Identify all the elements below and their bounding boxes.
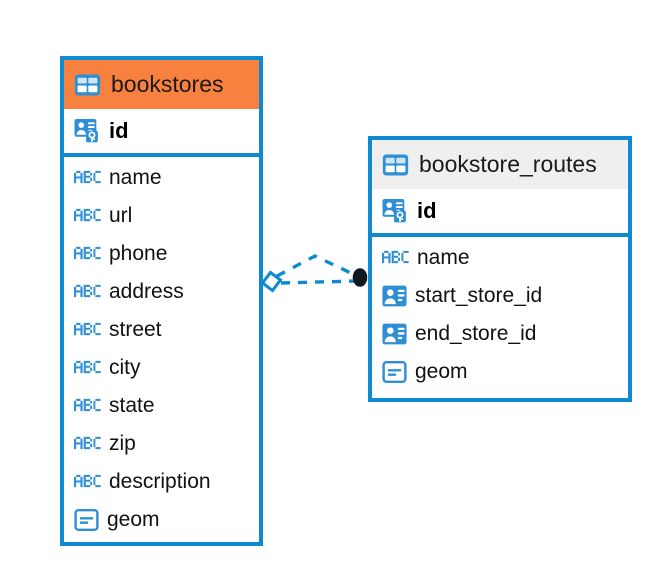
- field-label: phone: [109, 242, 168, 265]
- field-label: description: [109, 470, 211, 493]
- entity-bookstores[interactable]: bookstores id: [60, 56, 263, 546]
- field-row-geom[interactable]: geom: [64, 501, 259, 539]
- relationship-line-straight: [280, 279, 357, 285]
- relationship-line-peak: [276, 254, 356, 278]
- field-label: name: [109, 166, 162, 189]
- abc-text-icon: [74, 322, 101, 338]
- entity-header-bookstores[interactable]: bookstores: [64, 60, 259, 109]
- field-label: address: [109, 280, 184, 303]
- primary-key-icon: [382, 198, 409, 224]
- field-row-end-store-id[interactable]: end_store_id: [372, 315, 628, 353]
- field-label: id: [417, 198, 437, 223]
- field-label: geom: [107, 508, 160, 531]
- field-row-address[interactable]: address: [64, 273, 259, 311]
- field-row-zip[interactable]: zip: [64, 425, 259, 463]
- foreign-key-icon: [382, 323, 407, 345]
- table-icon: [74, 74, 101, 96]
- field-row-street[interactable]: street: [64, 311, 259, 349]
- abc-text-icon: [382, 250, 409, 266]
- field-row-state[interactable]: state: [64, 387, 259, 425]
- field-row-description[interactable]: description: [64, 463, 259, 501]
- geometry-icon: [382, 361, 407, 383]
- foreign-key-icon: [382, 285, 407, 307]
- field-list-bookstore-routes: name start_store_id: [372, 237, 628, 391]
- abc-text-icon: [74, 284, 101, 300]
- field-label: state: [109, 394, 155, 417]
- field-row-geom[interactable]: geom: [372, 353, 628, 391]
- abc-text-icon: [74, 436, 101, 452]
- field-row-primary-key[interactable]: id: [372, 189, 628, 237]
- field-label: id: [109, 118, 129, 143]
- field-label: street: [109, 318, 162, 341]
- entity-title: bookstore_routes: [419, 151, 597, 177]
- field-row-city[interactable]: city: [64, 349, 259, 387]
- field-label: name: [417, 246, 470, 269]
- abc-text-icon: [74, 474, 101, 490]
- field-label: end_store_id: [415, 322, 537, 345]
- field-label: start_store_id: [415, 284, 543, 307]
- entity-header-bookstore-routes[interactable]: bookstore_routes: [372, 140, 628, 189]
- abc-text-icon: [74, 398, 101, 414]
- field-label: geom: [415, 360, 468, 383]
- field-row-name[interactable]: name: [372, 239, 628, 277]
- filled-circle-marker: [352, 268, 368, 287]
- abc-text-icon: [74, 170, 101, 186]
- geometry-icon: [74, 509, 99, 531]
- field-row-phone[interactable]: phone: [64, 235, 259, 273]
- table-icon: [382, 154, 409, 176]
- entity-title: bookstores: [111, 71, 224, 97]
- abc-text-icon: [74, 246, 101, 262]
- abc-text-icon: [74, 360, 101, 376]
- primary-key-icon: [74, 118, 101, 144]
- field-label: city: [109, 356, 141, 379]
- field-list-bookstores: name: [64, 157, 259, 539]
- diamond-marker: [260, 270, 283, 293]
- abc-text-icon: [74, 208, 101, 224]
- field-row-start-store-id[interactable]: start_store_id: [372, 277, 628, 315]
- field-row-name[interactable]: name: [64, 159, 259, 197]
- relationship-connector[interactable]: [255, 243, 380, 303]
- field-row-primary-key[interactable]: id: [64, 109, 259, 157]
- field-label: zip: [109, 432, 136, 455]
- field-row-url[interactable]: url: [64, 197, 259, 235]
- entity-bookstore-routes[interactable]: bookstore_routes id: [368, 136, 632, 402]
- field-label: url: [109, 204, 133, 227]
